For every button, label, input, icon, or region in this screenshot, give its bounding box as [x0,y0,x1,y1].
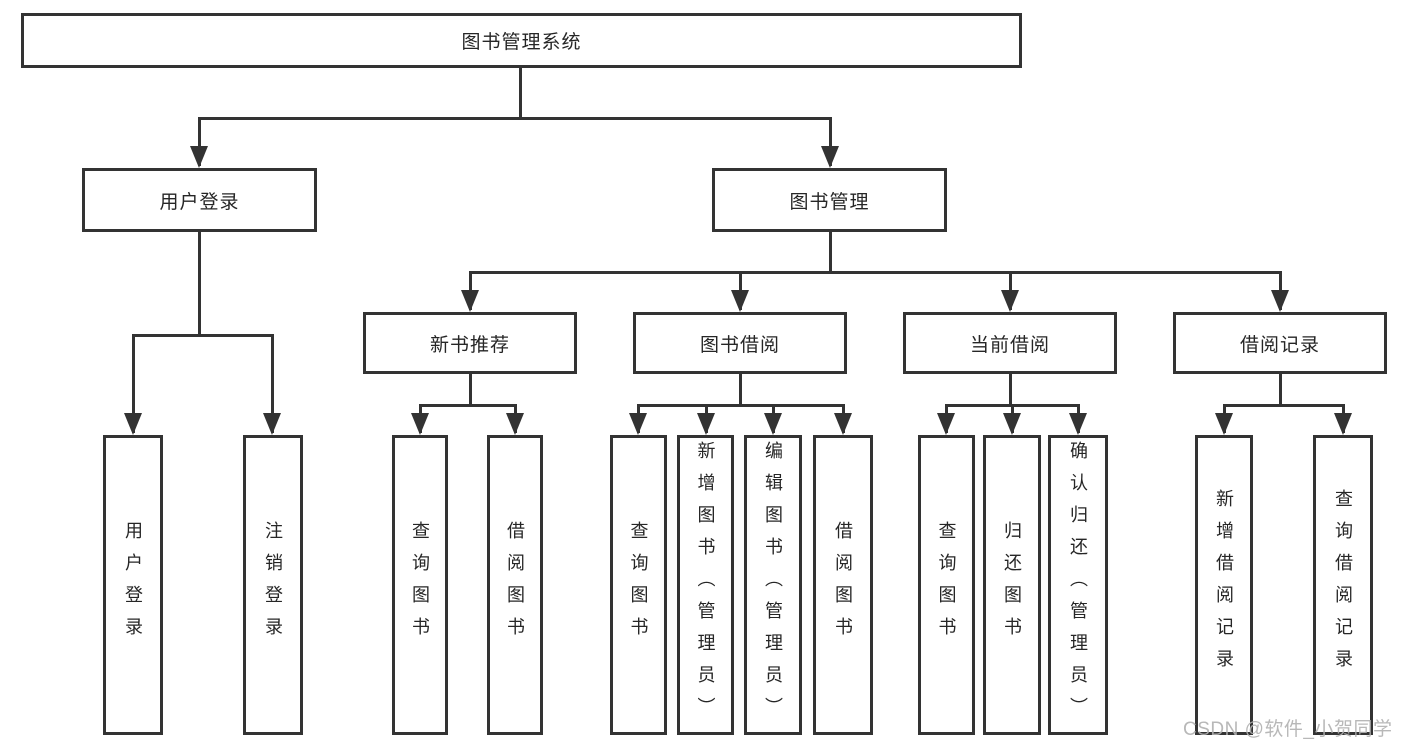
arrowhead-down-icon [1334,413,1352,435]
connector-line [270,335,274,433]
node-label: 新增借阅记录 [1214,489,1234,681]
node-label: 当前借阅 [969,334,1050,356]
arrowhead-down-icon [461,290,479,312]
node-return-books: 归还图书 [983,435,1041,735]
arrowhead-down-icon [834,413,852,435]
arrowhead-down-icon [937,413,955,435]
node-label: 查询图书 [410,521,430,649]
node-book-borrow: 图书借阅 [633,312,847,374]
connector-line [418,403,517,407]
node-borrow-books-2: 借阅图书 [813,435,873,735]
node-query-books-1: 查询图书 [392,435,448,735]
node-query-books-3: 查询图书 [918,435,975,735]
connector-line [518,66,522,120]
node-label: 借阅记录 [1239,334,1320,356]
node-logout: 注销登录 [243,435,303,735]
node-label: 新增图书（管理员） [695,441,716,729]
arrowhead-down-icon [124,413,142,435]
node-label: 图书管理系统 [461,32,582,53]
connector-line [1278,372,1282,407]
arrowhead-down-icon [506,413,524,435]
node-confirm-return: 确认归还（管理员） [1048,435,1108,735]
watermark: CSDN @软件_小贺同学 [1183,719,1393,740]
connector-line [944,403,1080,407]
node-label: 查询图书 [628,521,649,649]
node-borrow-books-1: 借阅图书 [487,435,543,735]
node-query-borrow-record: 查询借阅记录 [1313,435,1373,735]
node-new-book-rec: 新书推荐 [363,312,577,374]
node-book-mgmt: 图书管理 [712,168,947,232]
node-label: 归还图书 [1002,521,1022,649]
node-label: 注销登录 [263,521,283,649]
node-add-books: 新增图书（管理员） [677,435,734,735]
node-add-borrow-record: 新增借阅记录 [1195,435,1253,735]
connector-line [636,403,845,407]
connector-line [197,116,832,120]
connector-line [197,230,201,337]
connector-line [197,118,201,166]
arrowhead-down-icon [1069,413,1087,435]
arrowhead-down-icon [697,413,715,435]
arrowhead-down-icon [1001,290,1019,312]
connector-line [828,230,832,274]
node-label: 用户登录 [159,191,240,213]
node-user-login: 用户登录 [82,168,317,232]
node-label: 借阅图书 [505,521,525,649]
node-query-books-2: 查询图书 [610,435,667,735]
arrowhead-down-icon [821,146,839,168]
node-label: 借阅图书 [833,521,853,649]
node-label: 图书管理 [789,191,870,213]
arrowhead-down-icon [1271,290,1289,312]
arrowhead-down-icon [629,413,647,435]
arrowhead-down-icon [1003,413,1021,435]
node-label: 图书借阅 [699,334,780,356]
node-label: 新书推荐 [429,334,510,356]
connector-line [468,372,472,407]
connector-line [738,372,742,407]
arrowhead-down-icon [731,290,749,312]
node-borrow-records: 借阅记录 [1173,312,1387,374]
node-root: 图书管理系统 [21,13,1022,68]
node-current-borrow: 当前借阅 [903,312,1117,374]
node-label: 用户登录 [123,521,143,649]
node-edit-books: 编辑图书（管理员） [744,435,802,735]
node-user-login-leaf: 用户登录 [103,435,163,735]
arrowhead-down-icon [190,146,208,168]
arrowhead-down-icon [764,413,782,435]
node-label: 查询借阅记录 [1333,489,1353,681]
arrowhead-down-icon [1215,413,1233,435]
connector-line [131,333,274,337]
arrowhead-down-icon [411,413,429,435]
arrowhead-down-icon [263,413,281,435]
connector-line [1008,372,1012,407]
connector-line [828,118,832,166]
node-label: 确认归还（管理员） [1068,441,1088,729]
connector-line [1222,403,1345,407]
connector-line [468,270,1282,274]
connector-line [131,335,135,433]
node-label: 查询图书 [936,521,957,649]
node-label: 编辑图书（管理员） [763,441,783,729]
